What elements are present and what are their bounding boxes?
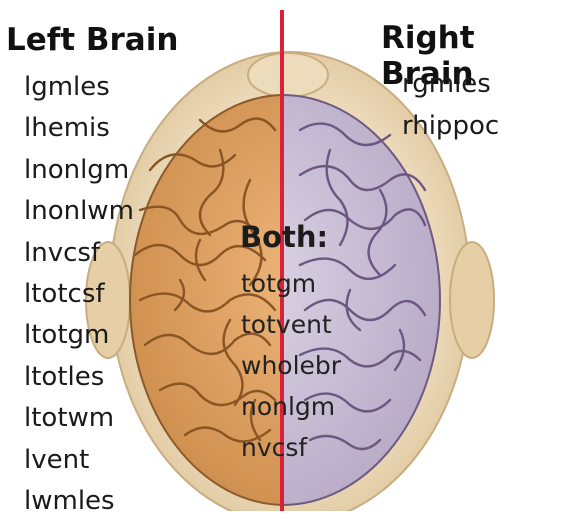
list-item: rgmles bbox=[402, 63, 499, 105]
both-list: totgm totvent wholebr nonlgm nvcsf bbox=[241, 263, 341, 468]
list-item: ltotwm bbox=[24, 398, 134, 439]
list-item: ltotgm bbox=[24, 315, 134, 356]
both-title: Both: bbox=[240, 220, 328, 254]
list-item: nonlgm bbox=[241, 386, 341, 427]
list-item: lnonlwm bbox=[24, 191, 134, 232]
list-item: ltotles bbox=[24, 357, 134, 398]
list-item: ltotcsf bbox=[24, 274, 134, 315]
list-item: lvent bbox=[24, 440, 134, 481]
list-item: lgmles bbox=[24, 67, 134, 108]
list-item: lwmles bbox=[24, 481, 134, 522]
list-item: wholebr bbox=[241, 345, 341, 386]
left-brain-list: lgmles lhemis lnonlgm lnonlwm lnvcsf lto… bbox=[24, 67, 134, 522]
list-item: lnvcsf bbox=[24, 233, 134, 274]
list-item: rhippoc bbox=[402, 105, 499, 147]
right-brain-list: rgmles rhippoc bbox=[402, 63, 499, 147]
list-item: nvcsf bbox=[241, 427, 341, 468]
list-item: totvent bbox=[241, 304, 341, 345]
list-item: lnonlgm bbox=[24, 150, 134, 191]
list-item: lhemis bbox=[24, 108, 134, 149]
list-item: totgm bbox=[241, 263, 341, 304]
left-brain-title: Left Brain bbox=[6, 22, 178, 58]
